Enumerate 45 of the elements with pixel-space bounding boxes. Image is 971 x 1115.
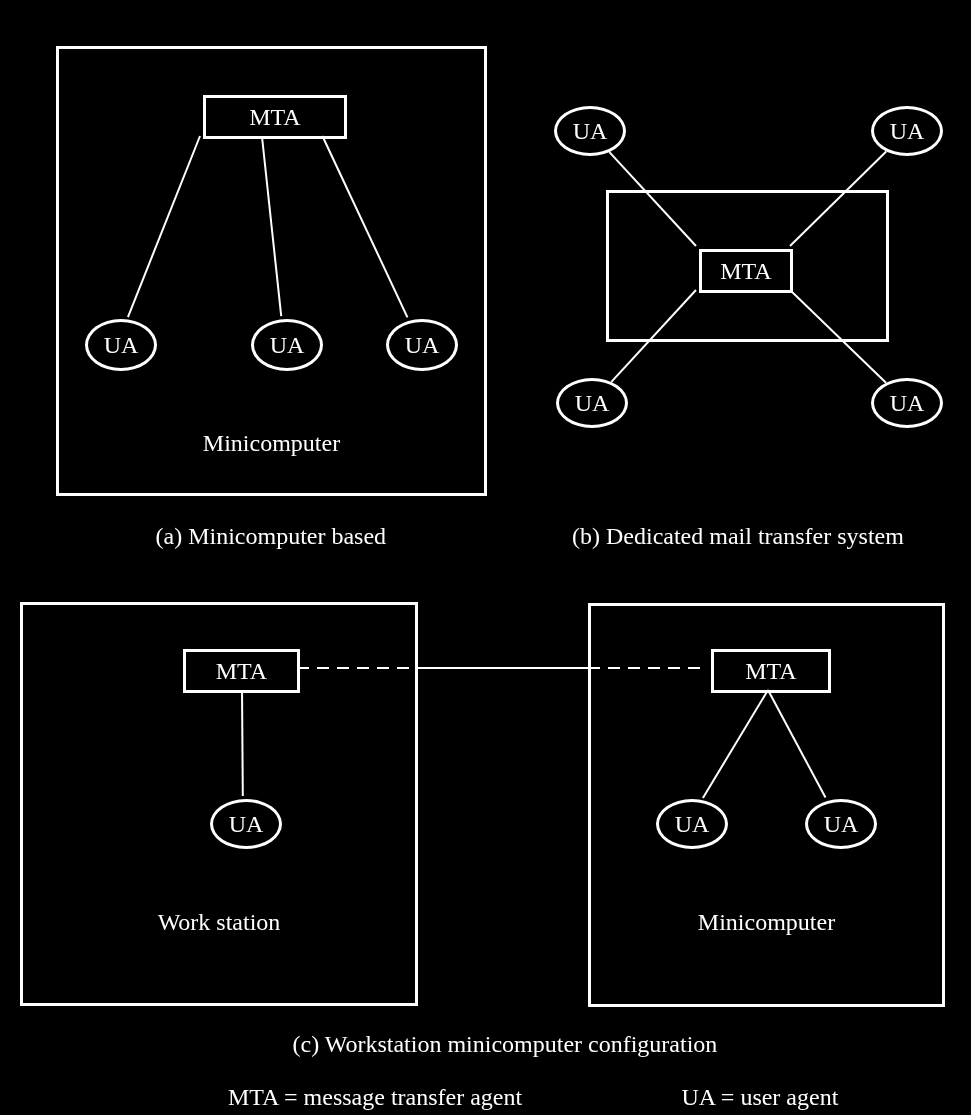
agent-ellipse — [556, 378, 628, 428]
node-label: UA — [404, 333, 440, 357]
connector-line — [610, 289, 697, 383]
connector-line — [789, 150, 888, 247]
node-label: UA — [823, 812, 859, 836]
node-label: UA — [103, 333, 139, 357]
legend-note: UA = user agent — [681, 1084, 839, 1111]
node-label: UA — [889, 119, 925, 143]
system-frame — [588, 603, 945, 1007]
agent-ellipse — [554, 106, 626, 156]
node-label: UA — [572, 119, 608, 143]
agent-ellipse — [656, 799, 728, 849]
node-label: UA — [269, 333, 305, 357]
agent-ellipse — [871, 106, 943, 156]
agent-ellipse — [871, 378, 943, 428]
system-frame — [606, 190, 889, 342]
node-label: MTA — [720, 259, 772, 283]
node-label: MTA — [215, 659, 268, 683]
node-label: Minicomputer — [697, 909, 836, 935]
node-label: Minicomputer — [202, 430, 341, 456]
legend-note: MTA = message transfer agent — [228, 1084, 523, 1111]
figure-caption: (a) Minicomputer based — [155, 523, 387, 550]
node-label: MTA — [249, 105, 301, 129]
node-label: MTA — [745, 659, 797, 683]
figure-caption: (b) Dedicated mail transfer system — [572, 523, 904, 550]
agent-box — [183, 649, 300, 693]
agent-ellipse — [210, 799, 282, 849]
node-label: UA — [574, 391, 610, 415]
agent-ellipse — [251, 319, 323, 371]
agent-ellipse — [85, 319, 157, 371]
system-frame — [20, 602, 418, 1006]
node-label: Work station — [157, 909, 281, 935]
node-label: UA — [674, 812, 710, 836]
figure-caption: (c) Workstation minicomputer configuration — [292, 1031, 718, 1058]
agent-box — [699, 249, 793, 293]
system-frame — [56, 46, 487, 496]
agent-box — [711, 649, 831, 693]
connector-line — [126, 135, 201, 318]
agent-ellipse — [386, 319, 458, 371]
node-label: UA — [228, 812, 264, 836]
connector-line — [789, 289, 887, 384]
agent-ellipse — [805, 799, 877, 849]
agent-box — [203, 95, 347, 139]
connector-line — [608, 151, 697, 247]
node-label: UA — [889, 391, 925, 415]
